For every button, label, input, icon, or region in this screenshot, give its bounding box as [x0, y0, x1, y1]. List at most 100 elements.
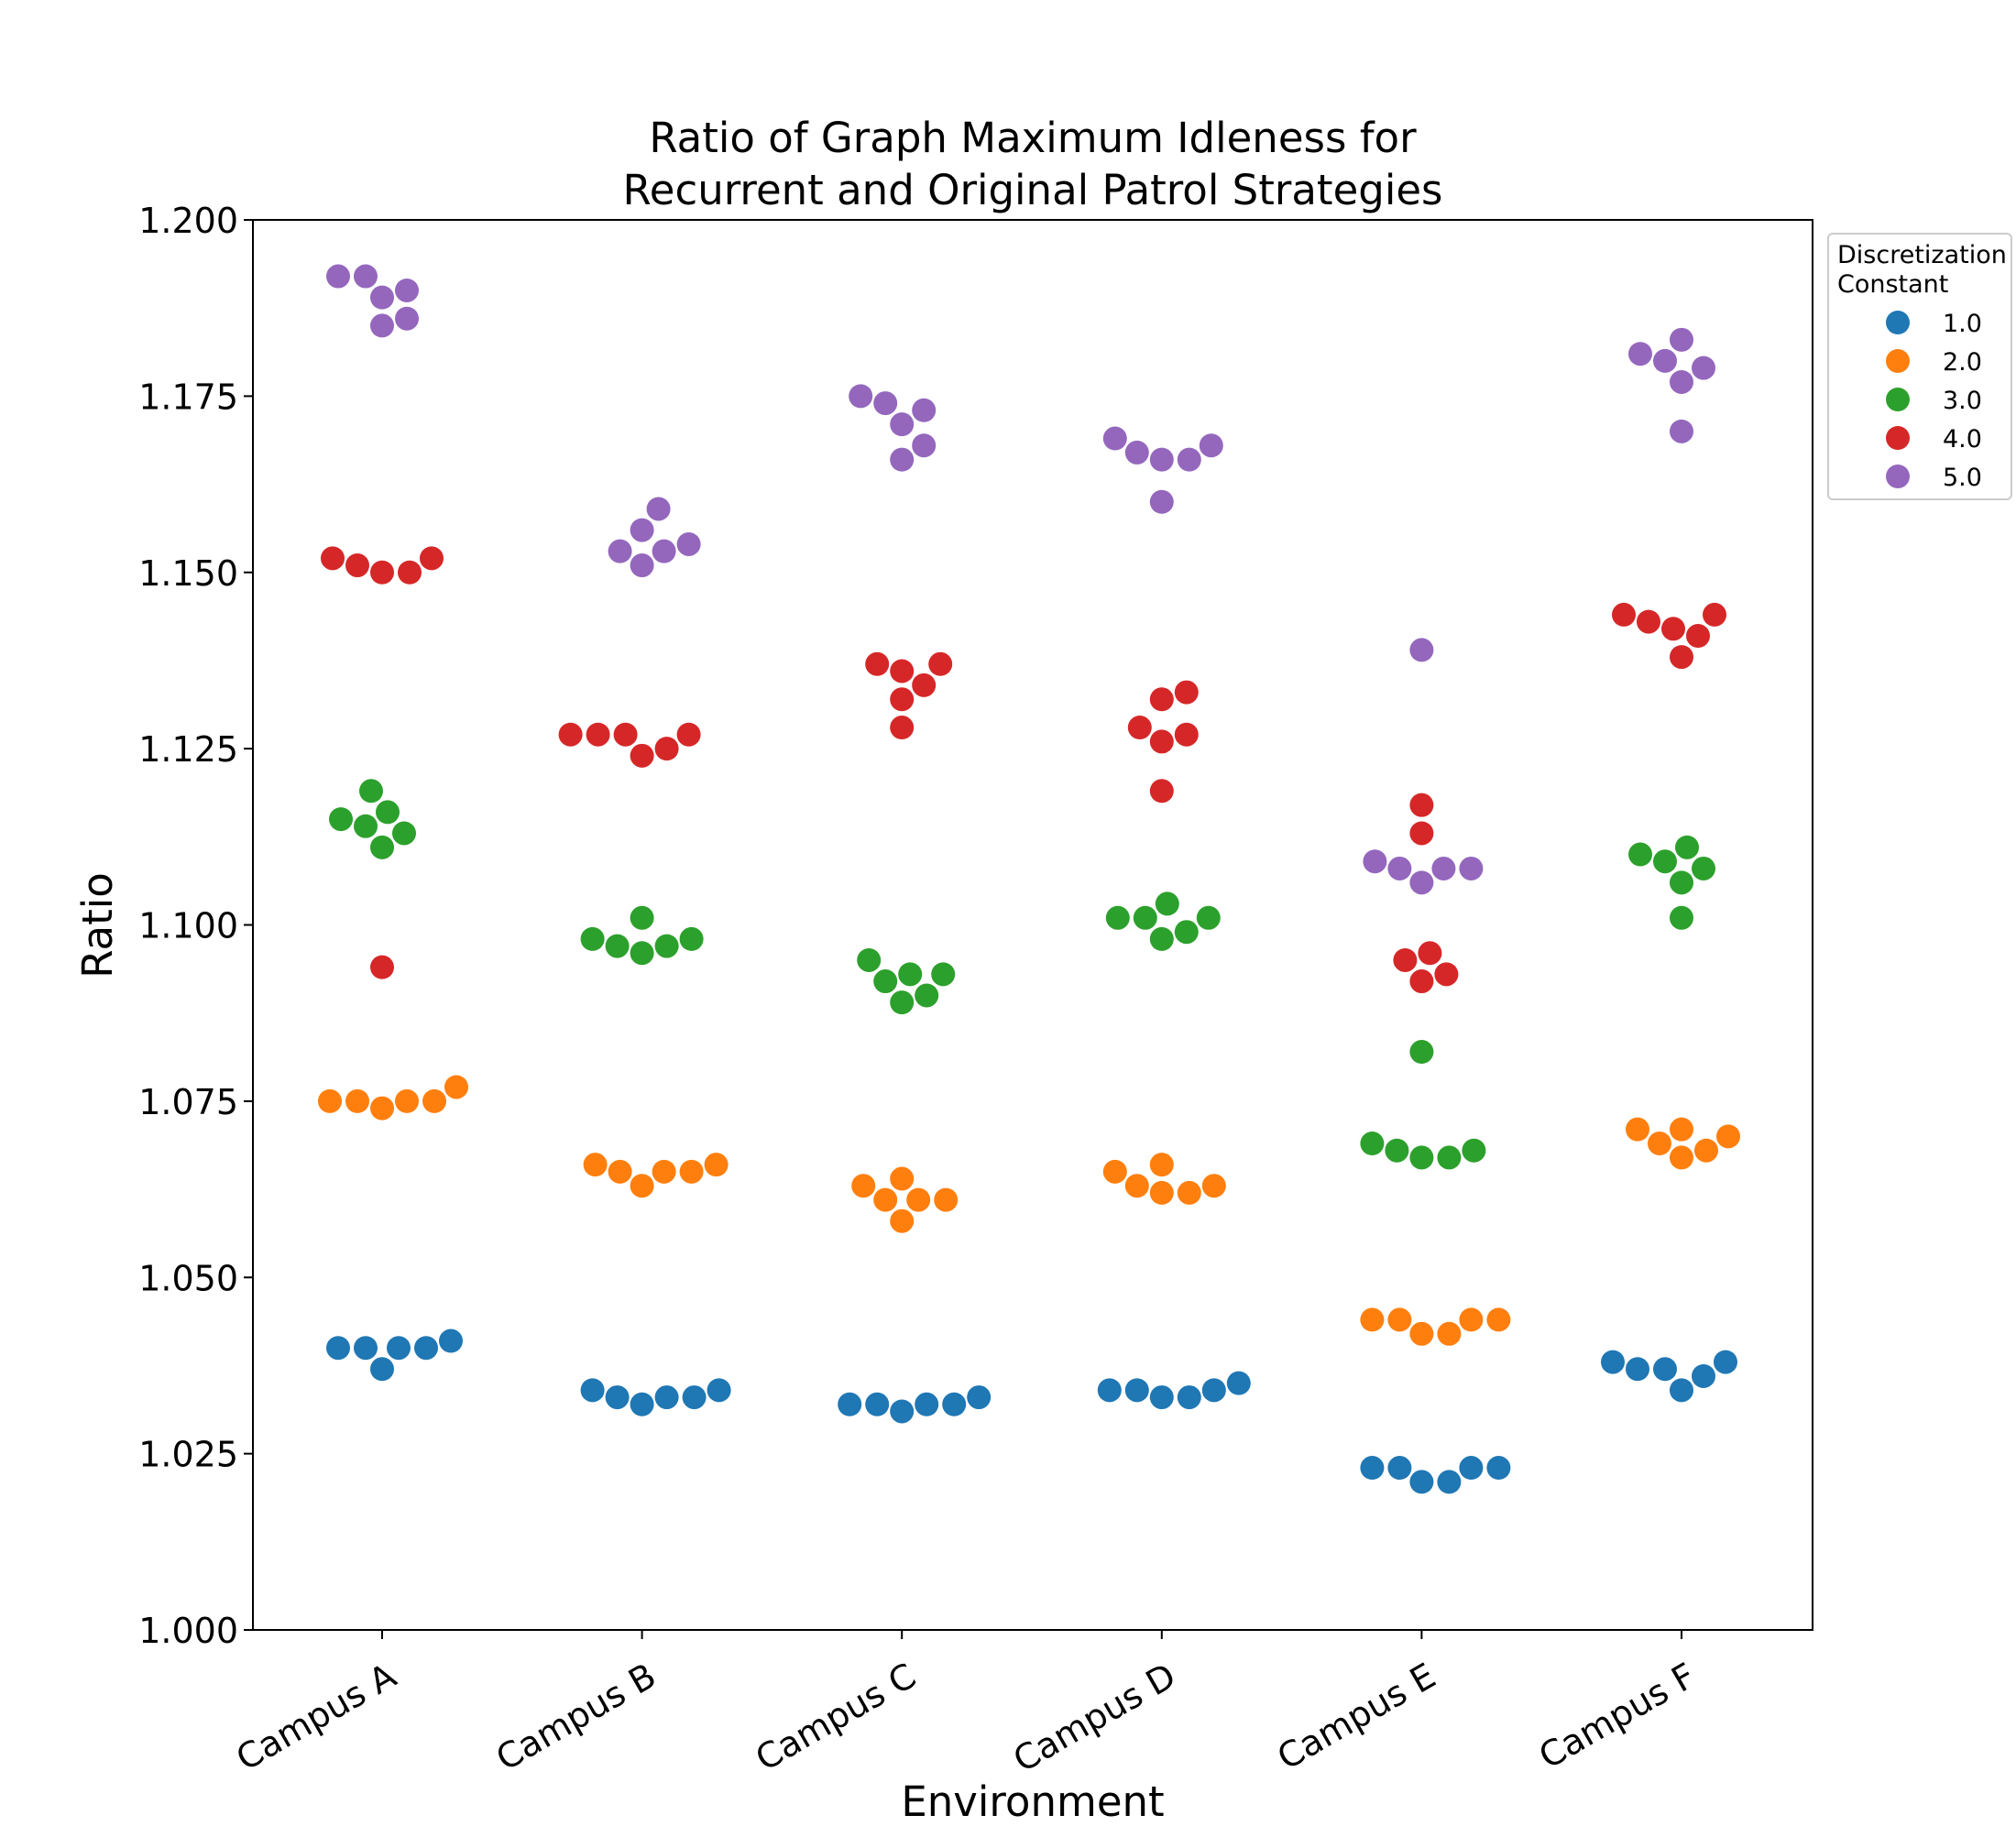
data-point — [387, 1336, 411, 1361]
data-point — [1409, 1145, 1434, 1170]
data-point — [1199, 433, 1223, 458]
data-point — [1716, 1124, 1740, 1149]
data-point — [608, 1159, 632, 1184]
data-point — [1459, 1307, 1484, 1332]
data-point — [439, 1329, 463, 1353]
data-point — [370, 285, 394, 310]
data-point — [395, 1088, 419, 1113]
data-point — [1628, 342, 1652, 366]
data-point — [1174, 920, 1199, 945]
data-point — [370, 313, 394, 338]
data-point — [890, 1166, 915, 1191]
data-point — [654, 737, 679, 761]
data-point — [676, 722, 701, 747]
legend-marker — [1886, 349, 1910, 373]
data-point — [370, 1357, 394, 1382]
legend-marker — [1886, 311, 1910, 334]
data-point — [1692, 355, 1715, 380]
data-point — [1714, 1350, 1737, 1374]
data-point — [1612, 602, 1636, 627]
data-point — [654, 934, 679, 958]
data-point — [928, 651, 953, 676]
data-point — [1692, 856, 1715, 880]
data-point — [1626, 1117, 1649, 1142]
data-point — [1201, 1174, 1226, 1198]
data-point — [630, 743, 654, 768]
data-point — [1418, 941, 1442, 966]
chart-title-line: Recurrent and Original Patrol Strategies — [623, 166, 1443, 214]
data-point — [1385, 1138, 1409, 1163]
data-point — [652, 1159, 676, 1184]
data-point — [630, 518, 654, 542]
legend-title: Constant — [1837, 270, 1948, 299]
data-point — [1637, 609, 1660, 634]
data-point — [376, 800, 400, 825]
data-point — [890, 716, 915, 740]
data-point — [1437, 1470, 1462, 1494]
data-point — [873, 1187, 898, 1212]
data-point — [967, 1385, 992, 1410]
data-point — [1686, 624, 1710, 649]
data-point — [370, 955, 394, 979]
data-point — [912, 433, 937, 458]
data-point — [1124, 1174, 1149, 1198]
data-point — [398, 560, 422, 585]
data-point — [580, 1378, 605, 1403]
data-point — [934, 1187, 959, 1212]
data-point — [630, 905, 654, 930]
data-point — [1653, 849, 1677, 874]
x-tick-label: Campus F — [1532, 1656, 1702, 1777]
data-point — [1670, 1378, 1693, 1403]
data-point — [1149, 687, 1174, 712]
data-point — [583, 1153, 608, 1177]
data-point — [1387, 856, 1412, 880]
data-point — [1177, 1180, 1201, 1205]
data-point — [851, 1174, 876, 1198]
data-point — [890, 659, 915, 683]
data-point — [392, 821, 416, 846]
data-point — [1127, 716, 1152, 740]
data-point — [1149, 447, 1174, 472]
data-point — [1653, 1357, 1677, 1382]
plot-axes: 1.0001.0251.0501.0751.1001.1251.1501.175… — [73, 201, 1813, 1826]
data-point — [1149, 489, 1174, 514]
data-point — [1174, 680, 1199, 705]
data-point — [1409, 969, 1434, 994]
data-point — [1675, 835, 1699, 859]
data-point — [359, 779, 383, 804]
data-point — [890, 1399, 915, 1424]
legend-label: 2.0 — [1943, 348, 1982, 377]
y-tick-label: 1.175 — [138, 377, 238, 417]
data-point — [1102, 426, 1127, 451]
data-point — [1155, 891, 1179, 916]
data-point — [865, 1392, 890, 1416]
data-point — [395, 278, 419, 302]
data-point — [1409, 821, 1434, 846]
legend-label: 5.0 — [1943, 464, 1982, 492]
data-point — [1105, 905, 1130, 930]
data-point — [630, 1174, 654, 1198]
y-axis-label: Ratio — [73, 872, 122, 979]
legend-title: Discretization — [1837, 241, 2007, 269]
data-point — [1437, 1321, 1462, 1346]
data-points — [318, 264, 1740, 1494]
y-tick-label: 1.025 — [138, 1435, 238, 1475]
data-point — [345, 1088, 369, 1113]
x-tick-label: Campus E — [1271, 1656, 1442, 1778]
data-point — [682, 1385, 707, 1410]
data-point — [1670, 327, 1693, 352]
data-point — [890, 412, 915, 437]
data-point — [1670, 1145, 1693, 1170]
data-point — [1360, 1307, 1385, 1332]
data-point — [898, 962, 923, 987]
data-point — [1149, 1153, 1174, 1177]
data-point — [1360, 1456, 1385, 1481]
data-point — [1124, 1378, 1149, 1403]
data-point — [1409, 1470, 1434, 1494]
data-point — [1149, 1385, 1174, 1410]
data-point — [707, 1378, 731, 1403]
data-point — [1661, 617, 1685, 641]
legend-marker — [1886, 388, 1910, 411]
